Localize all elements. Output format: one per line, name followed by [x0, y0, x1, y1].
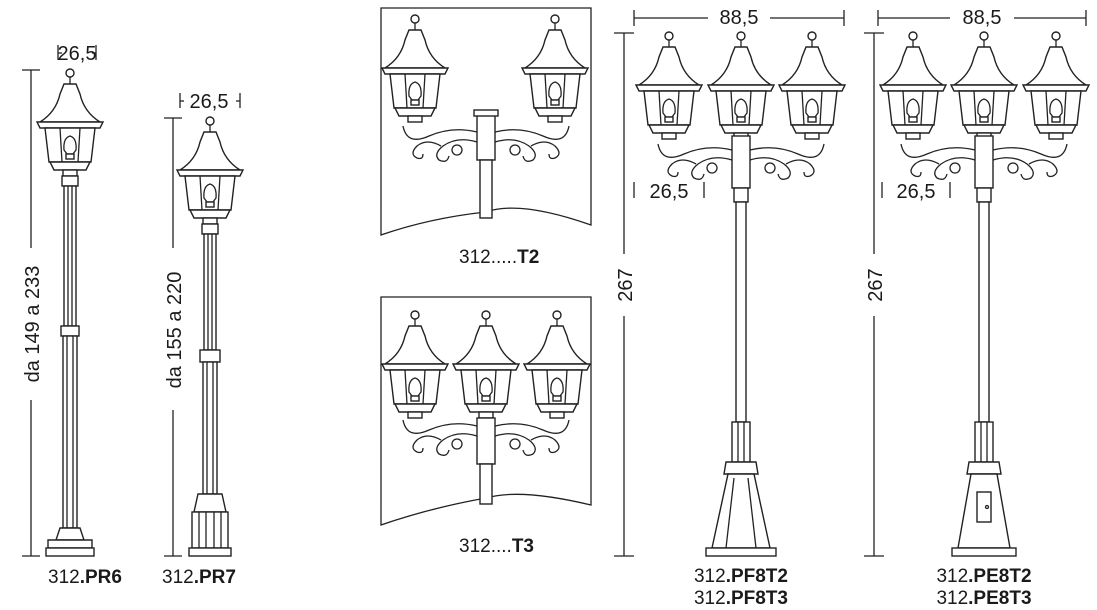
lantern-icon	[950, 31, 1018, 140]
product-t2-detail	[380, 7, 592, 236]
lantern-icon	[778, 31, 846, 140]
pe8t3-product-code: 312.PE8T3	[936, 588, 1031, 609]
lantern-icon	[523, 310, 591, 419]
lantern-icon	[176, 116, 244, 225]
pe8t2-product-code: 312.PE8T2	[936, 566, 1031, 587]
pr7-height-label: da 155 a 220	[164, 272, 186, 389]
lantern-icon	[36, 68, 104, 177]
pe8-width-label: 88,5	[963, 7, 1002, 29]
lantern-icon	[381, 310, 449, 419]
pr7-product-code: 312.PR7	[162, 567, 236, 588]
product-t3-detail	[380, 296, 592, 526]
pf8t2-product-code: 312.PF8T2	[694, 566, 788, 587]
pf8-width-label: 88,5	[720, 7, 759, 29]
lantern-icon	[1022, 31, 1090, 140]
lantern-icon	[381, 14, 449, 123]
product-pe8: 88,5 267 26,5	[864, 7, 1090, 557]
product-pf8: 88,5 267 26,5	[614, 7, 846, 557]
pr7-width-label: 26,5	[190, 91, 229, 113]
pr6-product-code: 312.PR6	[48, 567, 122, 588]
pf8-lantern-width-label: 26,5	[650, 181, 689, 203]
service-door-icon	[976, 491, 992, 523]
lantern-icon	[879, 31, 947, 140]
lantern-icon	[635, 31, 703, 140]
pe8-height-label: 267	[865, 268, 887, 301]
pr6-width-label: 26,5	[58, 43, 97, 65]
product-pr6: 26,5 da 149 a 233	[22, 43, 104, 557]
lantern-icon	[521, 14, 589, 123]
pe8-lantern-width-label: 26,5	[897, 181, 936, 203]
t2-product-code: 312.....T2	[459, 247, 539, 268]
pr6-height-label: da 149 a 233	[22, 266, 44, 383]
product-pr7: 26,5 da 155 a 220	[164, 91, 244, 557]
lantern-icon	[452, 310, 520, 419]
pf8-height-label: 267	[615, 268, 637, 301]
pf8t3-product-code: 312.PF8T3	[694, 588, 788, 609]
lantern-icon	[707, 31, 775, 140]
t3-product-code: 312....T3	[459, 536, 534, 557]
